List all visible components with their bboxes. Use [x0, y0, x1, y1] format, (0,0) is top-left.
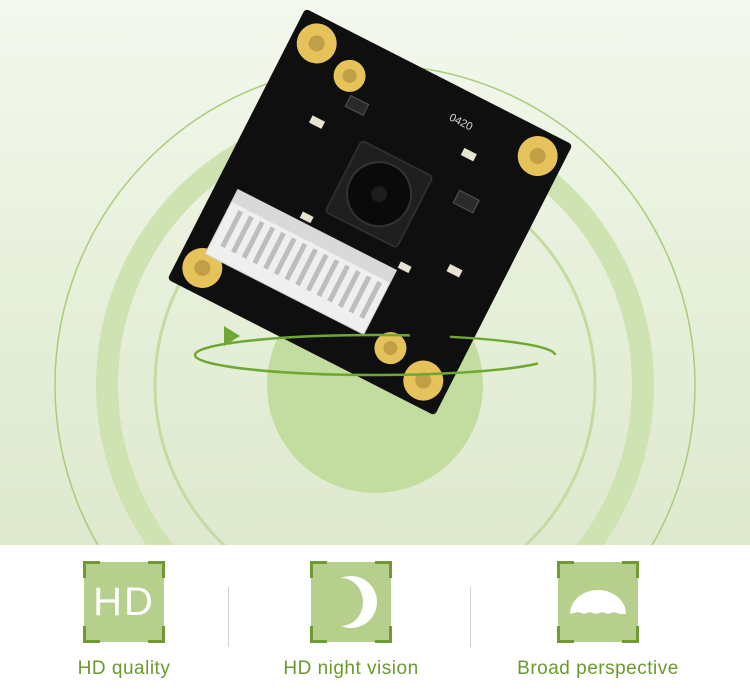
hd-icon: HD: [93, 580, 155, 624]
feature-hd-quality: HD HD quality: [24, 561, 224, 680]
moon-icon: [341, 576, 377, 628]
hd-badge: HD: [83, 561, 165, 643]
moon-badge: [310, 561, 392, 643]
feature-night-vision: HD night vision: [251, 561, 451, 680]
feature-label: HD quality: [77, 658, 171, 679]
rotation-arrow: [193, 333, 557, 377]
feature-label: Broad perspective: [517, 658, 679, 679]
feature-label: HD night vision: [283, 658, 419, 679]
dome-badge: [557, 561, 639, 643]
divider: [228, 587, 229, 647]
feature-broad-perspective: Broad perspective: [498, 561, 698, 680]
camera-module: 0420: [168, 9, 572, 415]
divider: [470, 587, 471, 647]
hero-graphic: 0420: [54, 9, 696, 545]
arrow-head-icon: [224, 326, 240, 346]
hero-section: 0420: [0, 0, 750, 545]
dome-icon: [570, 590, 626, 614]
features-bar: HD HD quality HD night vision Broad pers…: [0, 545, 750, 695]
